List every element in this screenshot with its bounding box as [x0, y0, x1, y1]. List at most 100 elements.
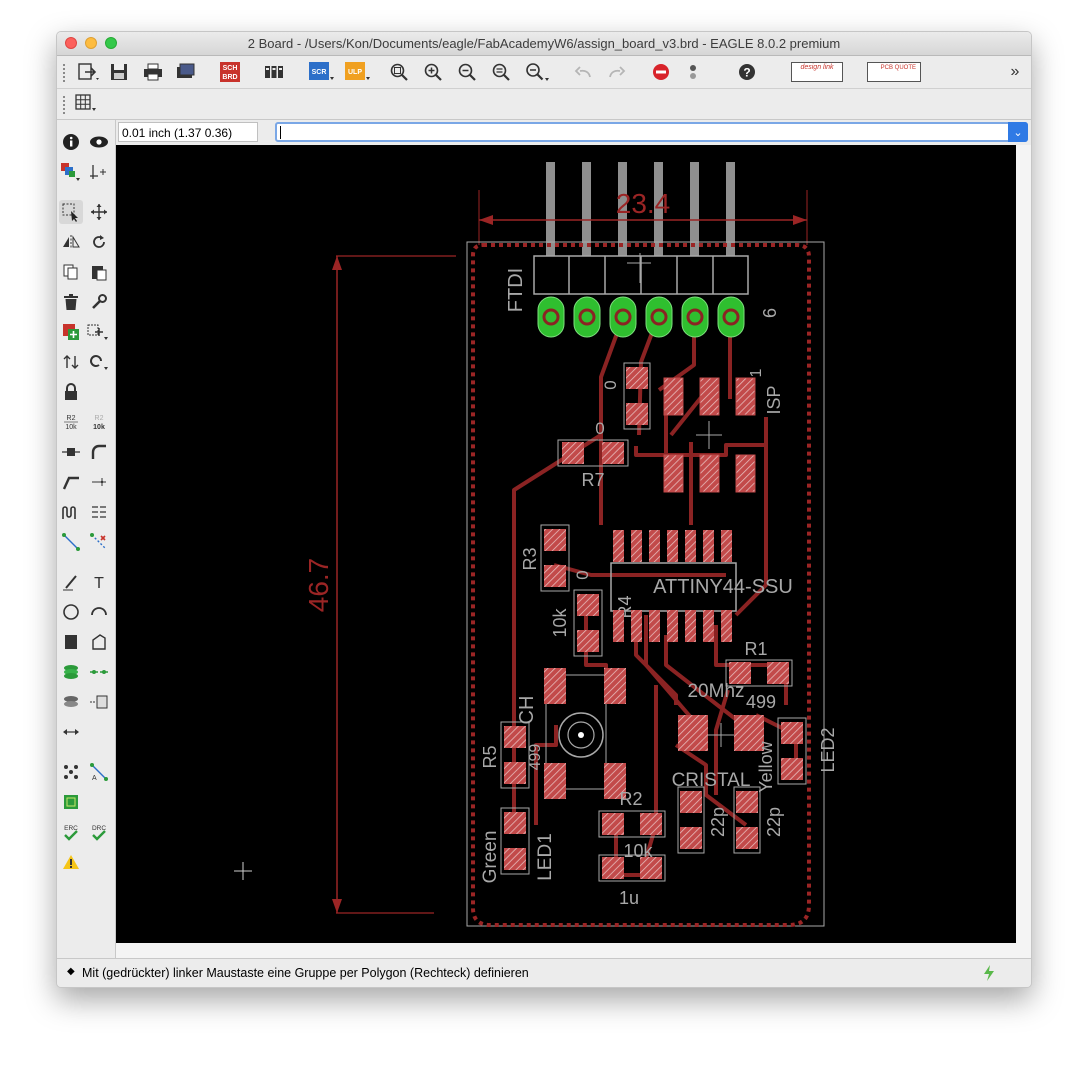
stop-icon[interactable]	[649, 61, 673, 83]
info-icon[interactable]	[59, 130, 83, 154]
horizontal-scrollbar[interactable]	[116, 943, 1031, 958]
minimize-window-button[interactable]	[85, 37, 97, 49]
drc-icon[interactable]: DRC	[87, 820, 111, 844]
vertical-scrollbar[interactable]	[1016, 145, 1031, 943]
cap-22p-a	[677, 786, 705, 854]
errors-warning-icon[interactable]	[59, 850, 83, 874]
show-icon[interactable]	[87, 130, 111, 154]
library-icon[interactable]	[261, 61, 287, 83]
arc-icon[interactable]	[87, 600, 111, 624]
r3-label: R3	[520, 547, 540, 570]
open-icon[interactable]	[75, 61, 103, 83]
swap-icon[interactable]	[59, 350, 83, 374]
autorouter-icon[interactable]	[59, 760, 83, 784]
script-icon[interactable]: SCR	[307, 61, 337, 83]
delete-icon[interactable]	[59, 290, 83, 314]
svg-text:R2: R2	[95, 415, 104, 422]
mirror-icon[interactable]	[59, 230, 83, 254]
change-icon[interactable]	[87, 290, 111, 314]
add-icon[interactable]	[59, 320, 83, 344]
dimension-height	[332, 255, 456, 914]
copy-icon[interactable]	[59, 260, 83, 284]
ftdi-connector	[533, 253, 749, 295]
pinswap-icon[interactable]	[87, 500, 111, 524]
pcb-quote-button[interactable]: PCB QUOTE	[865, 61, 923, 83]
pcb-quote-label: PCB QUOTE	[867, 62, 921, 82]
route-icon[interactable]	[59, 530, 83, 554]
paste-icon[interactable]	[87, 260, 111, 284]
r7-resistor	[557, 439, 629, 467]
move-icon[interactable]	[87, 200, 111, 224]
route-auto-icon[interactable]: A	[87, 760, 111, 784]
cam-icon[interactable]	[173, 61, 197, 83]
toolbar-grip[interactable]	[63, 94, 66, 116]
dim-width-label: 23.4	[616, 188, 671, 219]
rotate-icon[interactable]	[87, 230, 111, 254]
rectangle-icon[interactable]	[59, 630, 83, 654]
command-line-input[interactable]: ⌄	[275, 122, 1028, 142]
drc-board-icon[interactable]	[59, 790, 83, 814]
signal-icon[interactable]	[87, 660, 111, 684]
go-icon[interactable]	[683, 61, 703, 83]
mark-icon[interactable]	[87, 160, 111, 184]
coordinate-display: 0.01 inch (1.37 0.36)	[118, 122, 258, 142]
zoom-in-icon[interactable]	[421, 61, 445, 83]
zoom-fit-icon[interactable]	[387, 61, 411, 83]
zoom-out-icon[interactable]	[455, 61, 479, 83]
text-icon[interactable]: T	[87, 570, 111, 594]
ripup-icon[interactable]	[87, 530, 111, 554]
hole-icon[interactable]	[59, 690, 83, 714]
command-history-dropdown[interactable]: ⌄	[1008, 122, 1028, 142]
pin6-label: 6	[760, 308, 780, 318]
zoom-window-button[interactable]	[105, 37, 117, 49]
miter-icon[interactable]	[87, 440, 111, 464]
r1-value-label: 499	[746, 692, 776, 712]
ftdi-header-pins	[546, 162, 735, 262]
r3-resistor	[540, 524, 570, 592]
crystal-label: CRISTAL	[672, 770, 751, 791]
polygon-icon[interactable]	[87, 630, 111, 654]
redo-icon[interactable]	[605, 61, 629, 83]
help-icon[interactable]: ?	[735, 61, 759, 83]
zoom-select-icon[interactable]	[489, 61, 513, 83]
design-link-button[interactable]: design link	[789, 61, 845, 83]
wire-icon[interactable]	[59, 570, 83, 594]
via-icon[interactable]	[59, 660, 83, 684]
isp-pads	[663, 377, 756, 493]
status-bar: ◆ Mit (gedrückter) linker Maustaste eine…	[57, 958, 1031, 987]
lock-icon[interactable]	[59, 380, 83, 404]
print-icon[interactable]	[141, 61, 165, 83]
close-window-button[interactable]	[65, 37, 77, 49]
lock-rotate-icon[interactable]	[87, 350, 111, 374]
group-select-icon[interactable]	[59, 200, 83, 224]
save-icon[interactable]	[107, 61, 131, 83]
erc-icon[interactable]: ERC	[59, 820, 83, 844]
optimize-icon[interactable]	[87, 470, 111, 494]
board-drawing[interactable]: 23.4 46.7	[116, 145, 1016, 943]
board-canvas[interactable]: 23.4 46.7	[116, 145, 1016, 943]
dimension-icon[interactable]	[59, 720, 83, 744]
grid-icon[interactable]	[73, 92, 103, 114]
r4-resistor	[573, 589, 603, 657]
undo-icon[interactable]	[571, 61, 595, 83]
circle-icon[interactable]	[59, 600, 83, 624]
zoom-last-icon[interactable]	[523, 61, 553, 83]
eagle-window: 2 Board - /Users/Kon/Documents/eagle/Fab…	[56, 31, 1032, 988]
meander-icon[interactable]	[59, 500, 83, 524]
toolbar-overflow-button[interactable]: »	[1010, 63, 1020, 80]
ulp-icon[interactable]: ULP	[343, 61, 373, 83]
lightning-icon[interactable]	[981, 964, 997, 987]
led1-label: LED1	[535, 833, 556, 881]
replace-icon[interactable]	[87, 320, 111, 344]
split-icon[interactable]	[59, 470, 83, 494]
smash-icon[interactable]	[59, 440, 83, 464]
led2-color-label: Yellow	[756, 740, 776, 792]
toolbar-grip[interactable]	[63, 62, 66, 84]
layers-icon[interactable]	[59, 160, 83, 184]
attribute-icon[interactable]	[87, 690, 111, 714]
